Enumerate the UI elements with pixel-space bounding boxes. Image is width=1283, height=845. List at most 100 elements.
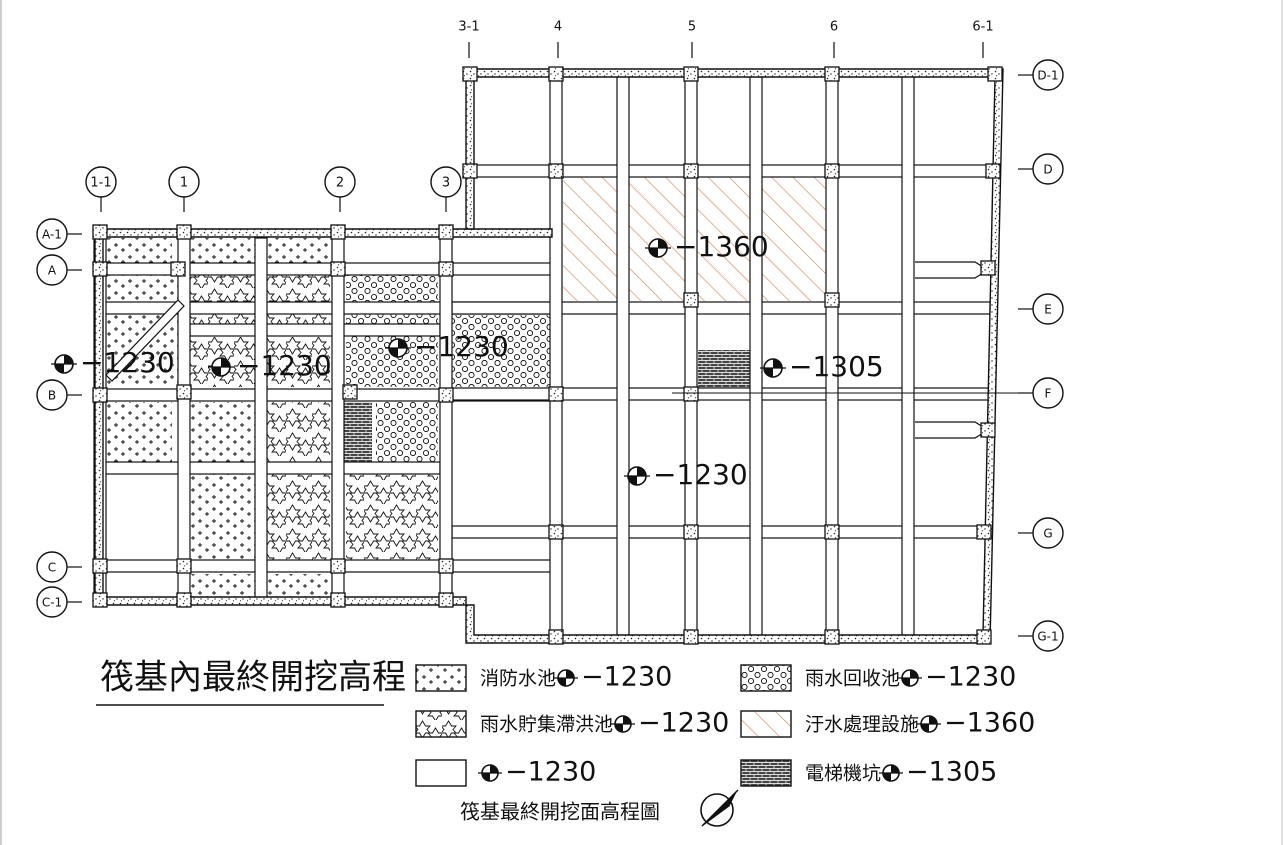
room-fill-brick [342,402,372,464]
beam [549,73,563,641]
column [462,163,478,179]
beam [99,262,553,276]
column [824,66,840,82]
legend-elevation: −1360 [944,708,1035,739]
beam [254,237,268,601]
elevation-marker-quadrant [482,773,490,781]
room-fill-circle [452,315,552,387]
elevation-marker-quadrant [773,359,782,368]
column [548,163,564,179]
grid-row-label: A [48,264,57,278]
grid-row-label: A-1 [42,228,62,242]
plan-elevation-label: −1230 [653,458,748,491]
grid-column-label: 6-1 [972,20,993,35]
grid-column-label: 3 [442,176,450,191]
elevation-marker-quadrant [398,339,407,348]
column [176,592,192,608]
legend-label: 雨水回收池 [805,668,900,690]
drawing-title: 筏基內最終開挖高程 [100,658,406,698]
grid-row-label: D [1043,163,1052,177]
beam [749,73,763,641]
elevation-marker-quadrant [55,364,64,373]
column [824,292,840,308]
beam [99,461,441,475]
column [176,384,192,400]
drawing-caption: 筏基最終開挖面高程圖 [460,800,660,824]
grid-row-label: E [1044,303,1052,317]
elevation-marker-quadrant [764,368,773,377]
grid-row-label: G [1043,527,1052,541]
column [976,524,992,540]
column [92,387,108,403]
room-fill-brick [698,350,752,388]
north-arrow-line [701,789,739,827]
grid-column-label: 1-1 [90,176,111,191]
column [683,524,699,540]
column [985,163,1001,179]
elevation-marker-quadrant [929,716,937,724]
column [683,66,699,82]
elevation-marker-quadrant [902,678,910,686]
column [683,629,699,645]
room-fill-circle [376,402,438,464]
grid-row-label: C-1 [42,596,62,610]
legend-label: 電梯機坑 [805,763,881,785]
column [438,558,454,574]
legend-elevation: −1230 [638,708,729,739]
column [683,163,699,179]
room-fill-cross [104,402,172,464]
column [980,260,996,276]
legend-swatch-blank [415,759,467,787]
column [330,224,346,240]
room-fill-cross [190,474,260,562]
grid-row-label: D-1 [1037,69,1058,83]
room-fill-cross [104,238,172,263]
beam-diagonal [105,299,185,382]
column [462,66,478,82]
column [176,558,192,574]
legend-label: 汙水處理設施 [805,714,919,736]
column [683,292,699,308]
grid-row-label: C [48,561,56,575]
column [170,261,186,277]
beam [189,323,441,337]
column [976,629,992,645]
column [330,592,346,608]
legend-swatch-cross [415,664,467,692]
column [438,387,454,403]
beam [616,73,630,641]
legend-elevation: −1230 [581,662,672,693]
room-fill-star [346,474,438,562]
column [342,384,358,400]
beam [439,231,453,601]
column [683,386,699,402]
elevation-marker-quadrant [623,716,631,724]
column [330,261,346,277]
legend-swatch-circle [740,664,792,692]
legend-swatch-hatch [740,710,792,738]
elevation-marker-quadrant [558,678,566,686]
beam-haunch [915,261,990,279]
grid-column-label: 6 [830,20,838,35]
room-fill-star [266,402,330,464]
column [92,592,108,608]
elevation-marker-quadrant [389,348,398,357]
beam [331,231,345,601]
plan-elevation-label: −1305 [789,350,884,383]
plan-elevation-label: −1230 [80,346,175,379]
beam [99,559,553,573]
grid-row-label: B [48,389,56,403]
legend-elevation: −1230 [505,757,596,788]
legend-swatch-brick [740,759,792,787]
grid-column-label: 3-1 [458,20,479,35]
grid-column-label: 5 [688,20,696,35]
column [548,629,564,645]
elevation-marker-quadrant [883,773,891,781]
elevation-marker-quadrant [490,765,498,773]
elevation-marker-quadrant [637,467,646,476]
elevation-marker-quadrant [649,248,658,257]
beam [177,231,191,601]
room-fill-star [266,474,330,562]
room-fill-cross [190,402,260,464]
